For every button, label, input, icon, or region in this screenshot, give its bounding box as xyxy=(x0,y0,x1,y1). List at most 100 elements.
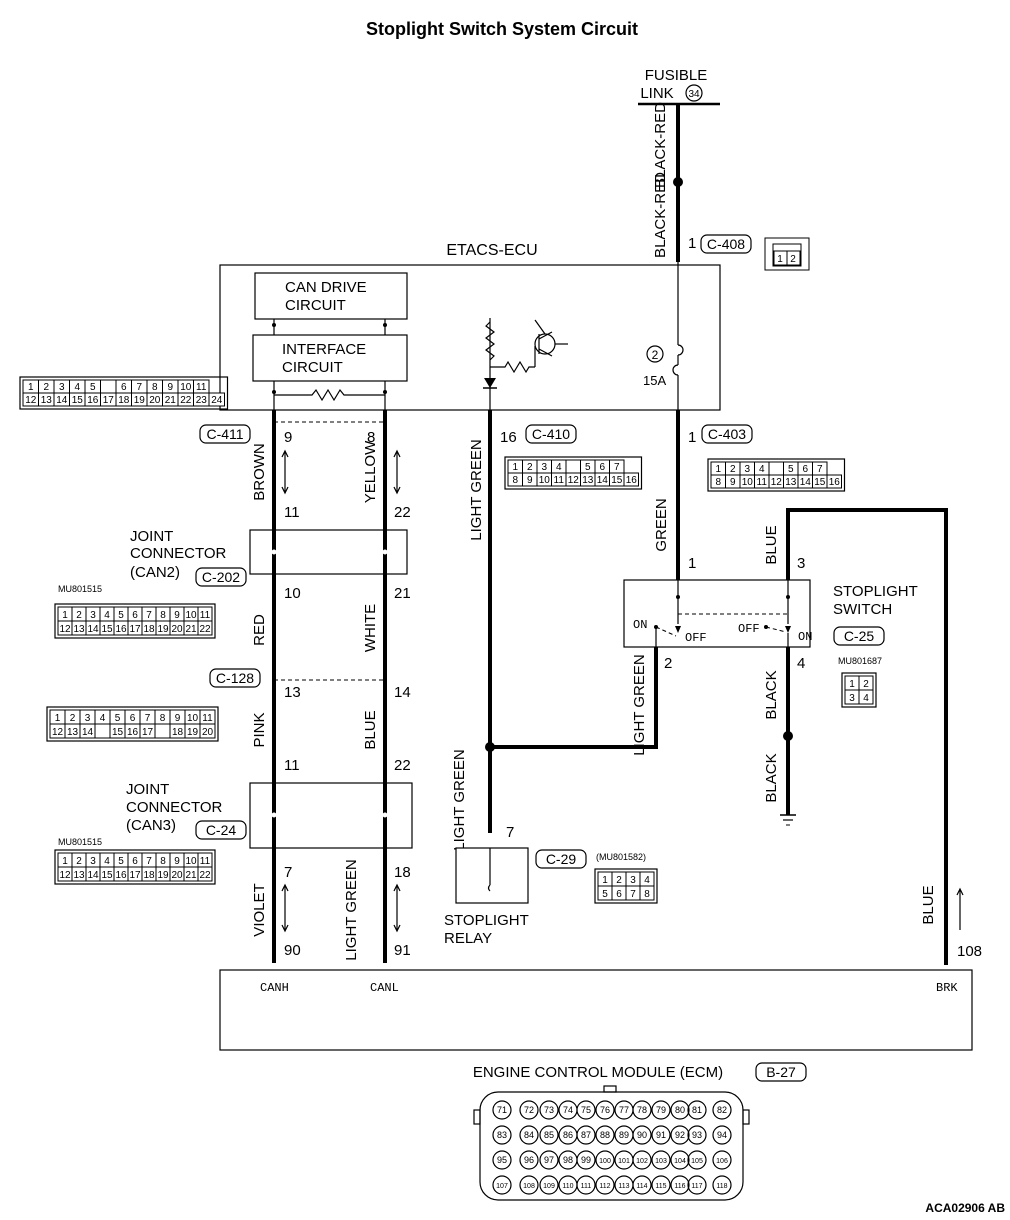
pin-label: 13 xyxy=(582,475,594,486)
connector-tag-c128 xyxy=(209,668,261,688)
pin-label: 19 xyxy=(157,870,169,881)
ecm-pin-label: 75 xyxy=(581,1105,591,1115)
pin-label: 3 xyxy=(59,382,65,393)
ecm-pin-label: 74 xyxy=(563,1105,573,1115)
pin-label: 5 xyxy=(585,462,591,473)
connector-face-c408: 1 2 xyxy=(764,237,810,271)
pin-label: 2 xyxy=(70,713,76,724)
pin-label: 9 xyxy=(174,856,180,867)
can-drive-circuit-box xyxy=(254,272,408,320)
stoplight-switch-label: STOPLIGHT xyxy=(833,583,918,600)
ecm-pin xyxy=(519,1125,539,1145)
pin-label: 5 xyxy=(90,382,96,393)
ecm-pin xyxy=(651,1100,671,1120)
ecm-pin xyxy=(519,1100,539,1120)
interface-label: INTERFACE xyxy=(282,341,366,358)
ecm-pin xyxy=(651,1175,671,1195)
joint-connector-can2-label: JOINT xyxy=(130,528,173,545)
wire-color-label: YELLOW xyxy=(362,440,379,503)
pin-label: 7 xyxy=(146,856,152,867)
fusible-link-label: FUSIBLE xyxy=(645,67,708,84)
pin-label: 11 xyxy=(757,477,768,488)
pin-label: 23 xyxy=(196,395,208,406)
pin-number: 1 xyxy=(688,555,696,572)
pin-label: 12 xyxy=(568,475,580,486)
joint-connector-can3-label: JOINT xyxy=(126,781,169,798)
ecm-pin-label: 106 xyxy=(716,1158,728,1165)
pin-label: 11 xyxy=(200,610,211,621)
ecm-pin-label: 95 xyxy=(497,1155,507,1165)
pin-label: 9 xyxy=(730,477,736,488)
ecm-box xyxy=(219,969,973,1051)
ecm-pin xyxy=(595,1100,615,1120)
pin-label: 13 xyxy=(67,727,79,738)
pin-label: 8 xyxy=(152,382,158,393)
pin-label: 10 xyxy=(180,382,192,393)
pin-label: 2 xyxy=(863,679,869,690)
ecm-pin xyxy=(632,1175,652,1195)
ecm-pin xyxy=(670,1125,690,1145)
fusible-link-number: 34 xyxy=(688,89,700,100)
ecm-pin-label: 92 xyxy=(675,1130,685,1140)
pin-label: 16 xyxy=(87,395,99,406)
ecm-pin-label: 117 xyxy=(691,1183,702,1190)
ecm-pin xyxy=(492,1175,512,1195)
ecm-pin-label: 100 xyxy=(599,1158,611,1165)
ecm-pin-label: 107 xyxy=(496,1183,508,1190)
ecm-connector-face xyxy=(479,1091,744,1201)
pin-label: 22 xyxy=(199,870,211,881)
pin-label: 11 xyxy=(554,475,565,486)
ecm-pin-label: 116 xyxy=(674,1183,685,1190)
pin-number: 8 xyxy=(367,429,375,446)
light-green-wire-2 xyxy=(490,647,658,749)
ecm-pin-label: 81 xyxy=(692,1105,702,1115)
pin-label: 13 xyxy=(785,477,797,488)
ecm-pin-label: 101 xyxy=(618,1158,630,1165)
joint-connector-can2-label-2: CONNECTOR xyxy=(130,545,227,562)
pin-number: 22 xyxy=(394,757,411,774)
svg-text:1: 1 xyxy=(777,254,783,265)
pin-label: 15 xyxy=(611,475,623,486)
connector-id: C-25 xyxy=(844,628,875,644)
pin-label: 18 xyxy=(143,870,155,881)
ecm-pin xyxy=(519,1175,539,1195)
connector-id: C-24 xyxy=(206,822,237,838)
termination-resistor xyxy=(274,388,385,402)
pin-label: 8 xyxy=(160,610,166,621)
switch-on-label: ON xyxy=(798,630,812,644)
pin-label: 7 xyxy=(146,610,152,621)
pin-label: 5 xyxy=(118,610,124,621)
pin-label: 2 xyxy=(76,856,82,867)
ecm-pin-label: 97 xyxy=(544,1155,554,1165)
svg-text:2: 2 xyxy=(790,254,796,265)
ecm-pin-label: 108 xyxy=(523,1183,535,1190)
pin-label: 5 xyxy=(788,464,794,475)
pin-label: 3 xyxy=(630,875,636,886)
ecm-pin-label: 93 xyxy=(692,1130,702,1140)
pin-label: 7 xyxy=(145,713,151,724)
pin-number: 90 xyxy=(284,942,301,959)
ecm-pin xyxy=(492,1150,512,1170)
ecm-pin-label: 76 xyxy=(600,1105,610,1115)
pin-label: 17 xyxy=(142,727,154,738)
ecm-pin-label: 72 xyxy=(524,1105,534,1115)
pin-label: 7 xyxy=(136,382,142,393)
connector-tag-c403 xyxy=(701,424,753,444)
pin-label: 6 xyxy=(802,464,808,475)
pin-label: 13 xyxy=(41,395,53,406)
pin-label: 7 xyxy=(817,464,823,475)
pin-label: 21 xyxy=(185,624,197,635)
relay-part-number: (MU801582) xyxy=(596,852,646,862)
pin-number: 22 xyxy=(394,504,411,521)
pin-number: 2 xyxy=(664,655,672,672)
connector-id: C-202 xyxy=(202,569,240,585)
pin-number: 16 xyxy=(500,429,517,446)
pin-number: 7 xyxy=(284,864,292,881)
pin-label: 19 xyxy=(157,624,169,635)
wire-color-label: GREEN xyxy=(653,498,670,551)
pin-label: 8 xyxy=(644,889,650,900)
fusible-link-label-2: LINK xyxy=(640,85,673,102)
ecm-pin xyxy=(595,1175,615,1195)
ecm-pin xyxy=(712,1175,732,1195)
ecm-pin-label: 78 xyxy=(637,1105,647,1115)
